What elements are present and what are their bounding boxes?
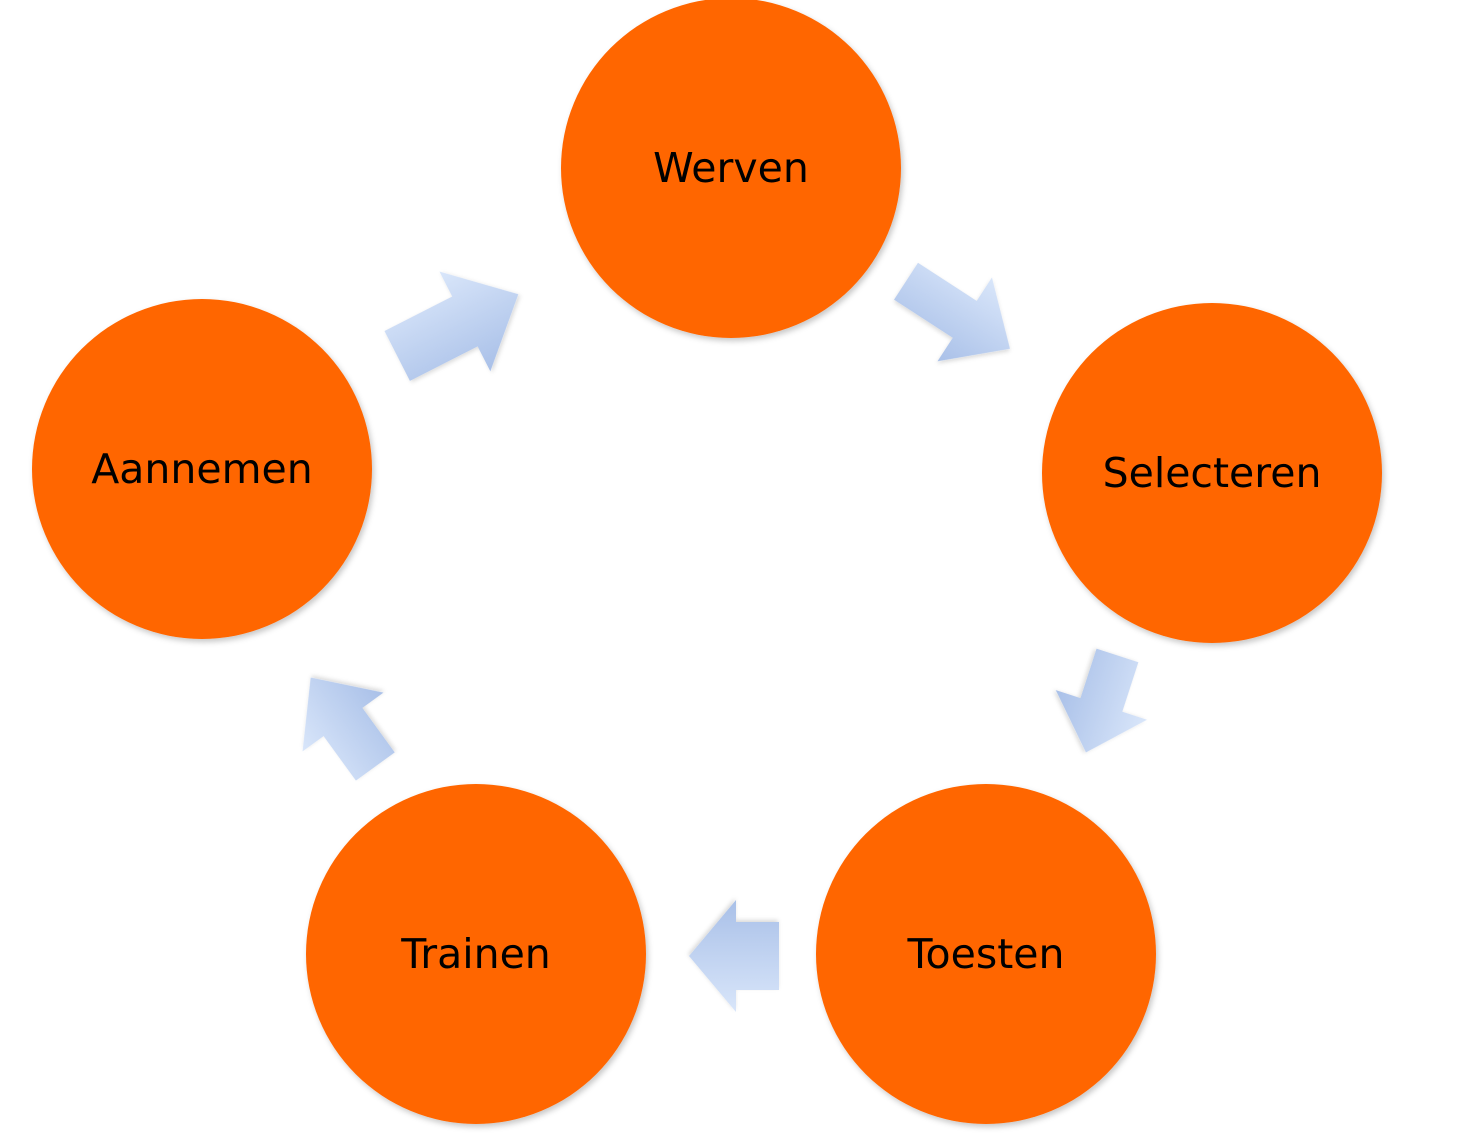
- node-aannemen: Aannemen: [32, 299, 372, 639]
- arrow-up-right-icon: [384, 271, 519, 381]
- node-label: Werven: [653, 144, 809, 192]
- arrow-down-left-icon: [1055, 648, 1148, 753]
- node-label: Trainen: [400, 930, 551, 978]
- node-circle: [561, 0, 901, 338]
- edge-aannemen-werven: [384, 271, 519, 381]
- arrow-right-down-icon: [894, 262, 1010, 362]
- node-circle: [816, 784, 1156, 1124]
- node-selecteren: Selecteren: [1042, 303, 1382, 643]
- node-label: Aannemen: [91, 445, 313, 493]
- node-circle: [1042, 303, 1382, 643]
- arrow-left-icon: [689, 900, 779, 1012]
- edge-trainen-aannemen: [302, 677, 395, 781]
- node-werven: Werven: [561, 0, 901, 338]
- node-label: Selecteren: [1103, 449, 1322, 497]
- node-trainen: Trainen: [306, 784, 646, 1124]
- edge-toesten-trainen: [689, 900, 779, 1012]
- node-circle: [32, 299, 372, 639]
- node-label: Toesten: [906, 930, 1064, 978]
- edge-werven-selecteren: [894, 262, 1010, 362]
- node-circle: [306, 784, 646, 1124]
- node-toesten: Toesten: [816, 784, 1156, 1124]
- arrow-up-left-icon: [302, 677, 395, 781]
- edge-selecteren-toesten: [1055, 648, 1148, 753]
